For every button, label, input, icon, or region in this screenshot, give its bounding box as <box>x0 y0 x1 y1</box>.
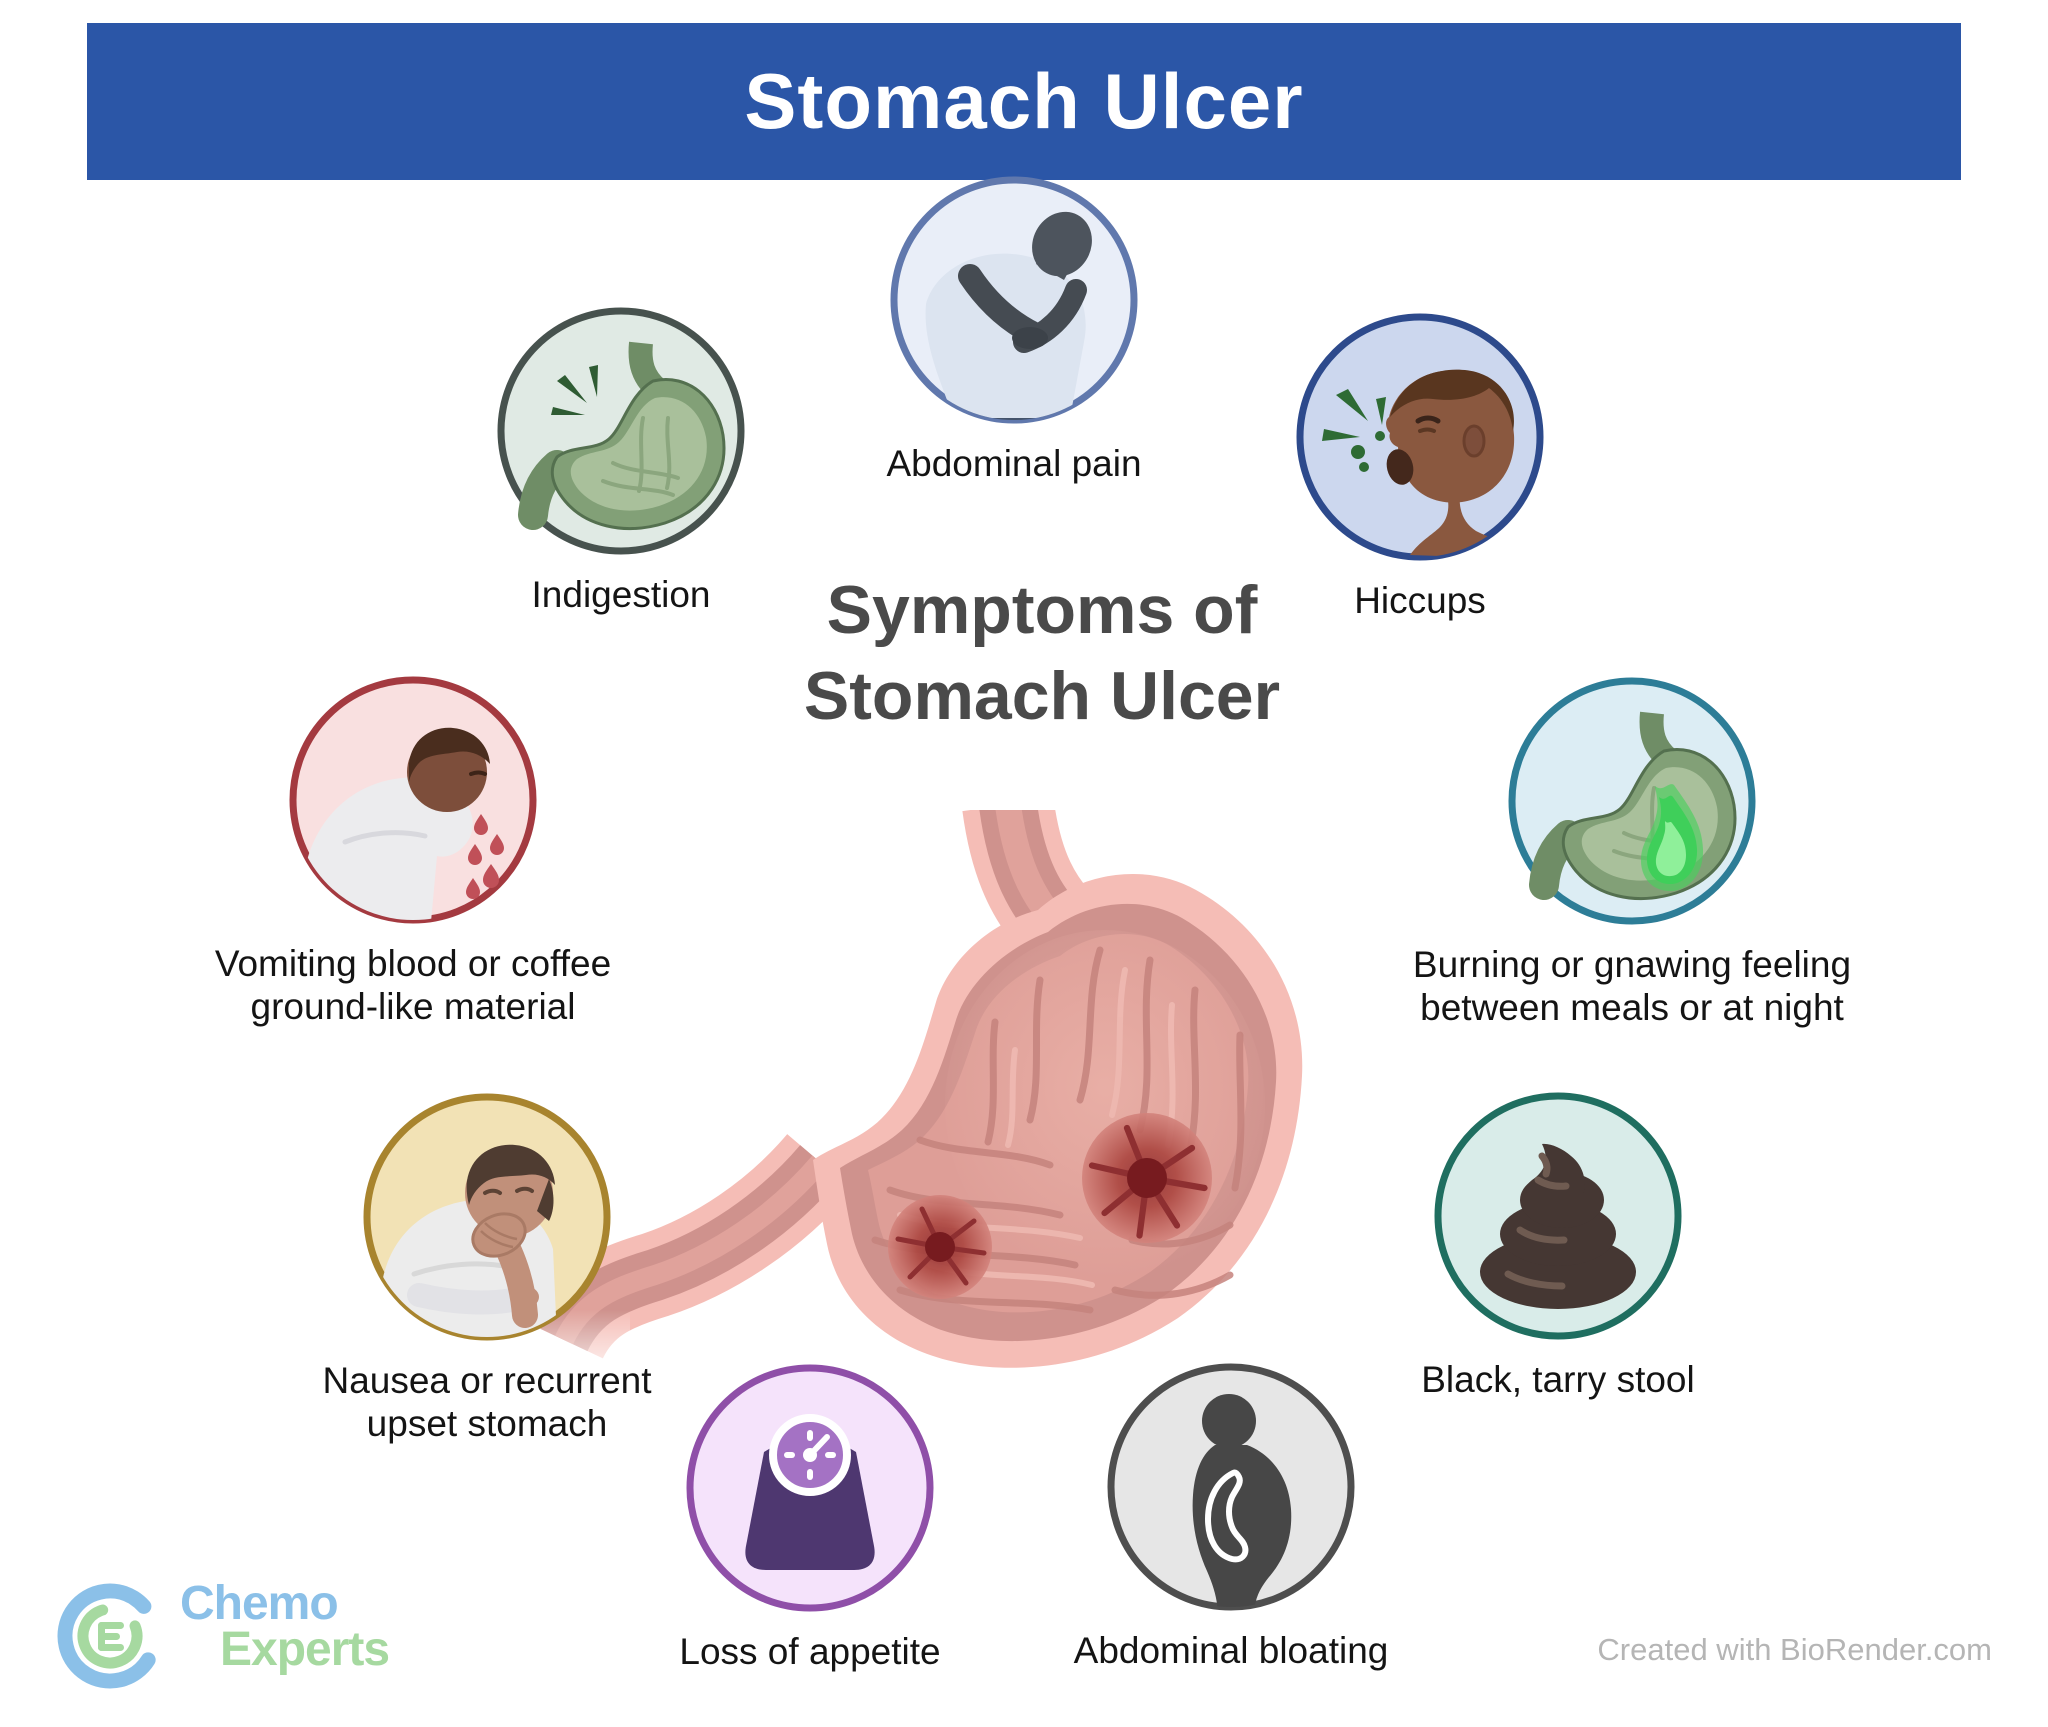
indigestion-stomach-icon <box>497 307 745 555</box>
hiccup-burst-marks <box>1322 389 1386 472</box>
logo-text-experts: Experts <box>220 1623 390 1676</box>
intestine-outline <box>1205 1469 1249 1563</box>
logo-text-chemo: Chemo <box>180 1577 339 1630</box>
symptom-label: Nausea or recurrent upset stomach <box>322 1360 652 1445</box>
symptom-nausea: Nausea or recurrent upset stomach <box>322 1089 652 1444</box>
abdominal-pain-icon <box>890 176 1138 424</box>
symptom-label: Abdominal bloating <box>1073 1630 1389 1671</box>
symptom-abdominal-bloating: Abdominal bloating <box>1074 1359 1388 1671</box>
vomiting-blood-icon <box>289 676 537 924</box>
blood-drops <box>466 814 504 899</box>
symptom-burning-gnawing: Burning or gnawing feeling between meals… <box>1413 673 1851 1028</box>
stomach-ulcer-illustration <box>540 810 1303 1380</box>
symptom-label: Hiccups <box>1354 580 1486 621</box>
ulcer-spot-small <box>888 1195 992 1299</box>
ulcer-spot-large <box>1082 1113 1212 1243</box>
symptom-label: Abdominal pain <box>886 443 1142 484</box>
symptom-label: Black, tarry stool <box>1421 1359 1695 1400</box>
symptom-vomiting-blood: Vomiting blood or coffee ground-like mat… <box>215 672 611 1027</box>
symptom-abdominal-pain: Abdominal pain <box>886 172 1142 484</box>
logo-e-glyph <box>98 1622 124 1651</box>
nausea-icon <box>363 1093 611 1341</box>
symptom-label: Burning or gnawing feeling between meals… <box>1412 944 1852 1029</box>
header-banner: Stomach Ulcer <box>87 23 1961 180</box>
flame-icon <box>1640 784 1704 892</box>
burning-stomach-icon <box>1508 677 1756 925</box>
symptom-label: Loss of appetite <box>679 1631 941 1672</box>
page-title: Stomach Ulcer <box>744 57 1304 145</box>
chemoexperts-logo: Chemo Experts <box>52 1576 472 1706</box>
biorender-watermark: Created with BioRender.com <box>1597 1632 1992 1667</box>
pain-burst-marks <box>551 365 598 415</box>
symptom-label: Vomiting blood or coffee ground-like mat… <box>214 943 612 1028</box>
hiccups-face-icon <box>1296 313 1544 561</box>
center-title: Symptoms of Stomach Ulcer <box>803 572 1281 734</box>
symptom-label: Indigestion <box>531 574 711 615</box>
symptom-indigestion: Indigestion <box>493 303 749 615</box>
chemoexperts-logo-icon <box>57 1583 163 1689</box>
bloated-abdomen-icon <box>1107 1363 1355 1611</box>
dial-ticks <box>784 1430 836 1480</box>
symptom-black-tarry-stool: Black, tarry stool <box>1421 1088 1695 1400</box>
stool-highlights <box>1504 1152 1570 1290</box>
symptom-loss-of-appetite: Loss of appetite <box>679 1360 941 1672</box>
symptom-hiccups: Hiccups <box>1292 309 1548 621</box>
stool-icon <box>1434 1092 1682 1340</box>
weight-scale-icon <box>686 1364 934 1612</box>
